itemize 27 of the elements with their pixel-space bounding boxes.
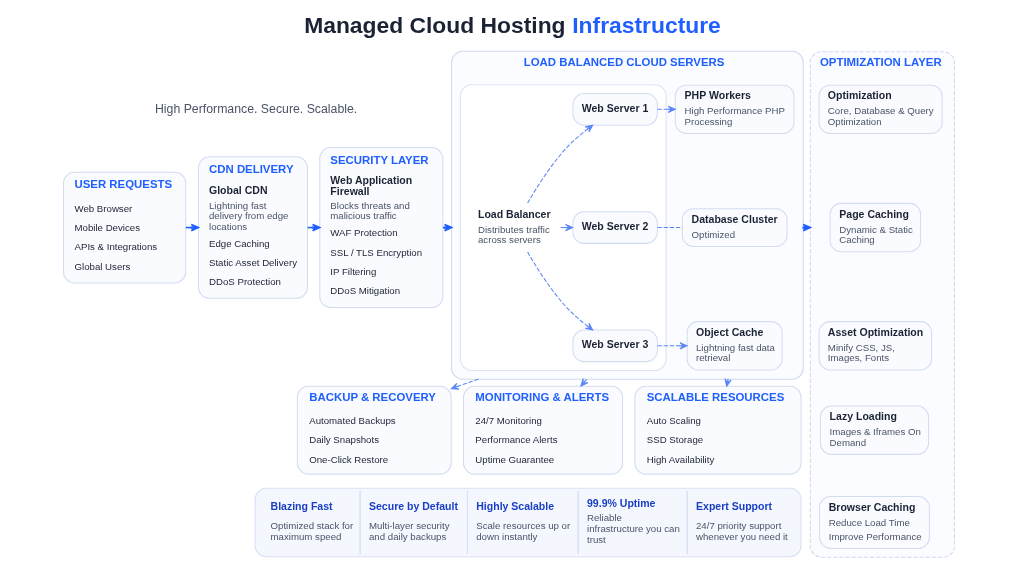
connector bbox=[656, 227, 683, 229]
arrow bbox=[579, 378, 588, 387]
node-box: Database Cluster Optimized bbox=[681, 208, 787, 247]
node-box: USER REQUESTS Web Browser Mobile Devices APIs & Integrations Global Users bbox=[62, 171, 186, 284]
node-box: Web Server 2 bbox=[571, 211, 658, 244]
node-box: PHP Workers High Performance PHP Processing bbox=[674, 84, 795, 135]
node-box: Asset Optimization Minify CSS, JS, Images, Fonts bbox=[818, 321, 932, 371]
label: High Performance. Secure. Scalable. bbox=[154, 101, 357, 116]
arrow bbox=[559, 223, 573, 232]
node-box: MONITORING & ALERTS 24/7 Monitoring Performance Alerts Uptime Guarantee bbox=[462, 385, 623, 475]
arrow bbox=[526, 124, 593, 204]
arrow bbox=[450, 378, 479, 390]
arrow bbox=[656, 105, 676, 113]
node-box: SCALABLE RESOURCES Auto Scaling SSD Storage High Availability bbox=[633, 385, 802, 475]
node-box: Object Cache Lightning fast data retrieval bbox=[686, 321, 783, 371]
node-box: Optimization Core, Database & Query Optimization bbox=[818, 84, 943, 135]
node-box: Page Caching Dynamic & Static Caching bbox=[829, 202, 921, 253]
node-box: Web Server 1 bbox=[571, 93, 658, 126]
node-box: BACKUP & RECOVERY Automated Backups Daily Snapshots One-Click Restore bbox=[296, 385, 452, 475]
node-box: Web Server 3 bbox=[571, 329, 658, 363]
node-box: Lazy Loading Images & Iframes On Demand bbox=[819, 405, 929, 455]
diagram-title: Managed Cloud Hosting Infrastructure bbox=[303, 11, 721, 38]
arrow bbox=[526, 251, 593, 331]
node-text: Load Balancer Distributes traffic across servers bbox=[477, 207, 551, 246]
arrow bbox=[656, 342, 687, 350]
node-box: Browser Caching Reduce Load Time Improve Performance bbox=[818, 496, 930, 549]
node-box: CDN DELIVERY Global CDN Lightning fast delivery from edge locations Edge Caching Static Asset Delivery DDoS Protection bbox=[197, 156, 308, 299]
